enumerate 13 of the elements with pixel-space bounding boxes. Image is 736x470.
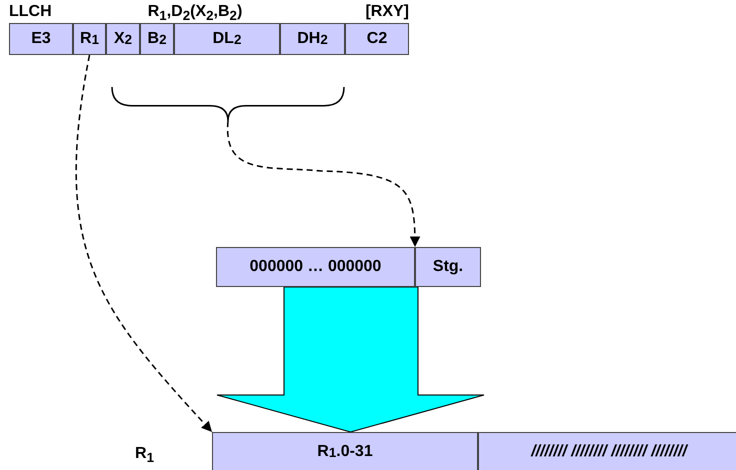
dashed-arrow: [227, 120, 420, 247]
mnemonic-label: LLCH: [9, 3, 52, 21]
operand-label: R$_{1}$,D$_{2}$(X$_{2}$,B$_{2}$): [148, 3, 242, 24]
storage-field: 000000 … 000000: [216, 247, 415, 287]
block-arrow: [216, 286, 484, 433]
storage-field: Stg.: [415, 247, 481, 287]
curly-brace: [111, 86, 345, 122]
format-label: [RXY]: [365, 3, 409, 21]
register-field: //////// //////// //////// ////////: [478, 432, 736, 470]
instruction-field: C2: [345, 23, 409, 55]
register-label: R$_{1}$: [135, 445, 154, 466]
instruction-field: E3: [9, 23, 73, 55]
dashed-arrow: [76, 54, 213, 432]
